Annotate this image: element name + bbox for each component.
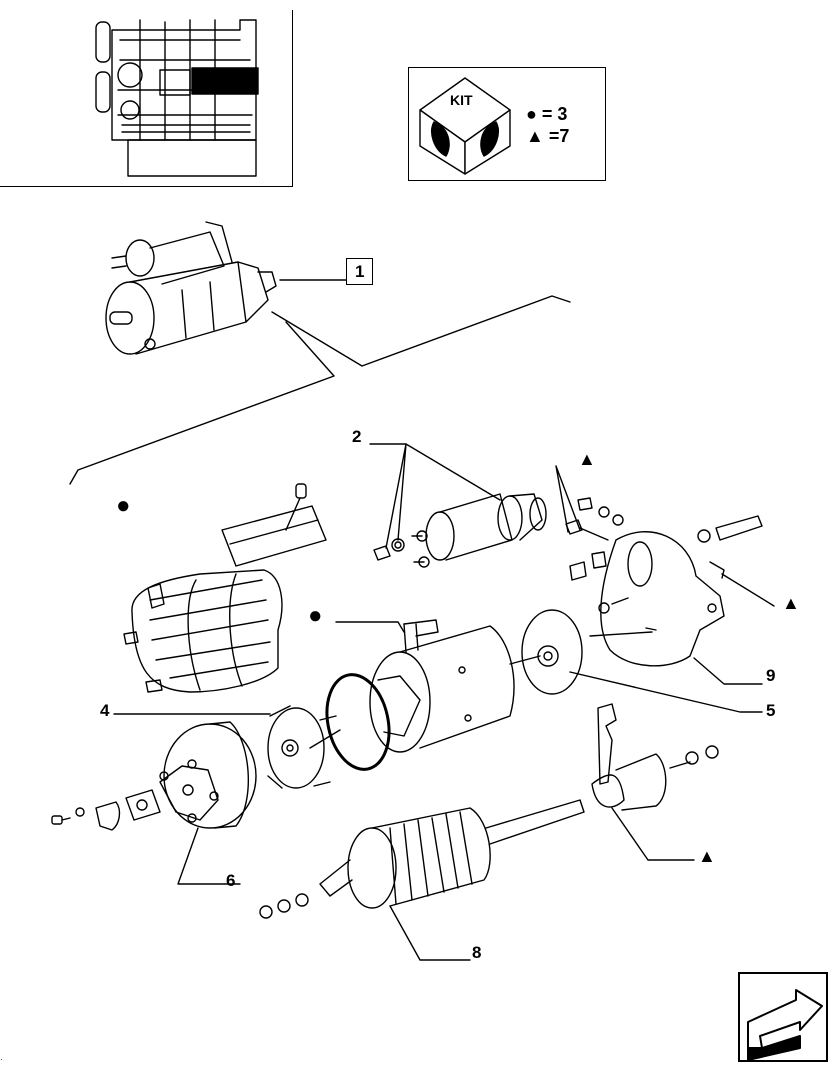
engine-thumbnail: [95, 19, 259, 177]
assembled-starter: [105, 221, 277, 355]
yoke-housing: [369, 619, 515, 753]
kit-circle-marker-yoke: ●: [308, 602, 323, 629]
brush-holder: [267, 705, 341, 789]
callout-9[interactable]: 9: [766, 666, 776, 685]
solenoid: [373, 493, 547, 568]
callout-4[interactable]: 4: [100, 701, 110, 720]
drive-end-hardware: [565, 497, 763, 581]
filled-triangle-icon: ▲: [526, 126, 544, 146]
corner-dot: ·: [0, 1055, 3, 1064]
kit-title: KIT: [450, 92, 473, 108]
field-coil: [123, 569, 283, 693]
callout-8[interactable]: 8: [472, 943, 482, 962]
kit-triangle-marker-pinion: ▲: [698, 846, 716, 866]
commutator-end-cover: [159, 721, 257, 829]
kit-triangle-marker-hardware: ▲: [578, 449, 596, 469]
kit-triangle-legend: ▲ =7: [526, 126, 569, 147]
kit-triangle-marker-pin: ▲: [782, 593, 800, 613]
back-navigation-button[interactable]: [738, 972, 828, 1062]
back-arrow-icon: [747, 989, 823, 1061]
kit-circle-legend: ● = 3: [526, 104, 567, 125]
armature: [259, 799, 585, 919]
o-ring: [325, 673, 391, 771]
callout-5[interactable]: 5: [766, 701, 776, 720]
kit-circle-count: = 3: [541, 104, 568, 124]
filled-circle-icon: ●: [526, 104, 537, 124]
kit-triangle-count: =7: [548, 126, 570, 146]
end-bolt-set: [51, 789, 161, 831]
kit-cube-logo: [419, 77, 511, 175]
kit-circle-marker-coil: ●: [116, 492, 131, 519]
callout-2[interactable]: 2: [352, 427, 362, 446]
callout-6[interactable]: 6: [226, 871, 236, 890]
drive-end-housing: [589, 531, 725, 667]
engine-reference-frame: [0, 10, 293, 187]
callout-1[interactable]: 1: [346, 258, 374, 285]
insulator-strip: [221, 483, 327, 567]
kit-legend-frame: [408, 67, 606, 181]
bearing-plate: [509, 609, 583, 695]
pinion-clutch: [591, 703, 719, 811]
